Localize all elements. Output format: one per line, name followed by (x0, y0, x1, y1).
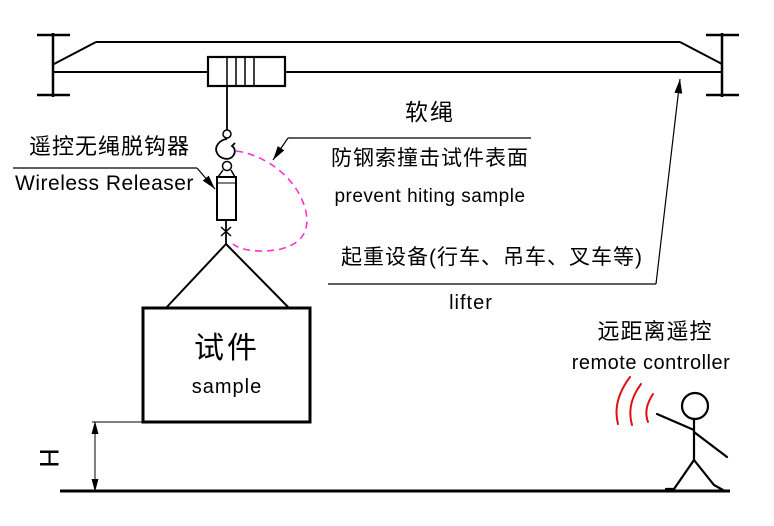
shackle-ring (221, 160, 233, 172)
trolley-hoist (206, 55, 287, 88)
releaser-leader-arrow (196, 167, 216, 190)
sample-label-zh: 试件 (194, 332, 260, 365)
lifter-label-en: lifter (449, 292, 493, 314)
prevent-hit-label-en: prevent hiting sample (334, 186, 526, 207)
releaser-label-zh: 遥控无绳脱钩器 (28, 134, 190, 159)
releaser-leader (13, 167, 216, 190)
rope-ring (222, 129, 232, 139)
right-support-column (706, 33, 739, 97)
figure-arm-remote (655, 412, 696, 432)
hook-icon (215, 138, 236, 160)
release-point-x-mark (220, 226, 232, 237)
figure-right-leg (692, 458, 725, 492)
sample-box (141, 306, 312, 424)
dim-arrow-up (91, 421, 99, 434)
soft-rope-leader-arrow (272, 137, 289, 161)
lifter-leader (328, 78, 683, 285)
radio-waves-icon (615, 376, 654, 426)
figure-head (680, 391, 710, 421)
drop-height-dim-label: H (34, 448, 64, 468)
lifter-leader-arrow (655, 78, 683, 285)
sample-label-en: sample (191, 376, 263, 398)
crane-hook (215, 129, 236, 172)
remote-controller-label-zh: 远距离遥控 (597, 319, 713, 344)
operator-stick-figure (655, 391, 729, 492)
soft-rope-label: 软绳 (405, 99, 455, 125)
figure-arm-down (692, 430, 729, 459)
lifter-label-zh: 起重设备(行车、吊车、叉车等) (341, 246, 643, 269)
height-dimension (91, 421, 143, 492)
releaser-label-en: Wireless Releaser (15, 172, 194, 195)
dim-arrow-down (91, 479, 99, 492)
swing-region-dashed-outline (232, 150, 308, 252)
crane-beam (53, 41, 723, 73)
sling-lines (164, 243, 291, 310)
prevent-hit-label-zh: 防钢索撞击试件表面 (331, 147, 529, 170)
soft-rope-leader (272, 137, 531, 161)
left-support-column (37, 33, 70, 97)
wireless-releaser-body (216, 169, 237, 244)
figure-left-leg (664, 458, 696, 491)
remote-controller-label-en: remote controller (571, 352, 731, 374)
